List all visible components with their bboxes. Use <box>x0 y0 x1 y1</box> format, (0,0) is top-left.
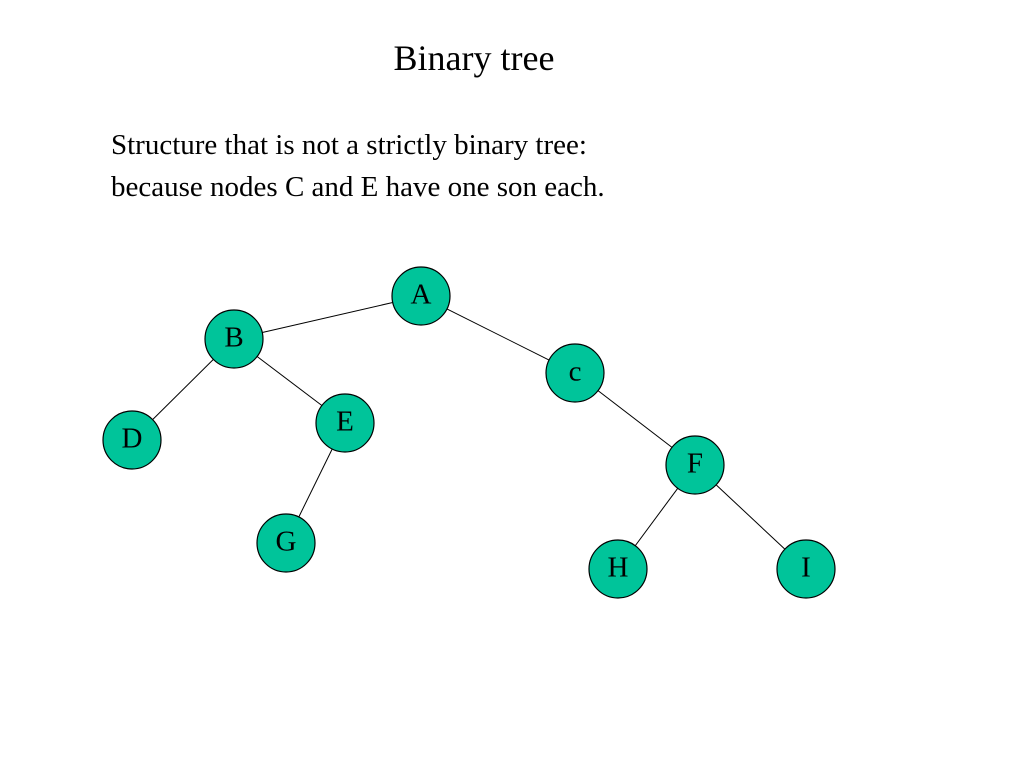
tree-node-d: D <box>102 410 162 470</box>
edge-a-b <box>262 302 393 333</box>
slide-body: Structure that is not a strictly binary … <box>111 124 931 208</box>
node-label-i: I <box>801 552 811 584</box>
node-label-f: F <box>687 448 703 480</box>
node-circle-c <box>545 343 605 403</box>
node-circle-i <box>776 539 836 599</box>
edge-f-h <box>634 488 679 546</box>
tree-node-e: E <box>315 393 375 453</box>
body-line-2-part-2: and <box>304 171 361 203</box>
tree-node-f: F <box>665 435 725 495</box>
edge-b-e <box>256 356 323 406</box>
tree-node-c: c <box>545 343 605 403</box>
node-circle-g <box>256 513 316 573</box>
tree-edges <box>152 302 786 550</box>
node-label-c: c <box>569 356 582 388</box>
body-node-ref-c: C <box>284 171 305 203</box>
tree-nodes: A BcD E F G H I <box>102 266 836 599</box>
tree-node-a: A <box>391 266 451 326</box>
node-circle-f <box>665 435 725 495</box>
node-label-e: E <box>336 406 354 438</box>
edge-a-c <box>446 308 550 361</box>
tree-node-g: G <box>256 513 316 573</box>
node-circle-b <box>204 309 264 369</box>
tree-node-b: B <box>204 309 264 369</box>
node-circle-d <box>102 410 162 470</box>
edge-e-g <box>298 448 333 518</box>
body-line-2-part-3: have one son each. <box>378 171 605 203</box>
edge-b-d <box>152 359 214 420</box>
body-node-ref-e: E <box>360 171 379 203</box>
node-label-a: A <box>411 279 432 311</box>
body-line-1: Structure that is not a strictly binary … <box>111 129 587 161</box>
body-line-2: because nodes C and E have one son each. <box>111 166 931 208</box>
node-circle-h <box>588 539 648 599</box>
slide-title: Binary tree <box>393 38 555 78</box>
node-label-h: H <box>608 552 629 584</box>
edge-f-i <box>715 484 786 550</box>
node-label-b: B <box>224 322 243 354</box>
tree-node-h: H <box>588 539 648 599</box>
node-circle-a <box>391 266 451 326</box>
body-line-2-part-1: because nodes <box>111 171 285 203</box>
edge-c-f <box>597 390 673 448</box>
node-label-g: G <box>276 526 297 558</box>
tree-node-i: I <box>776 539 836 599</box>
node-circle-e <box>315 393 375 453</box>
node-label-d: D <box>122 423 143 455</box>
